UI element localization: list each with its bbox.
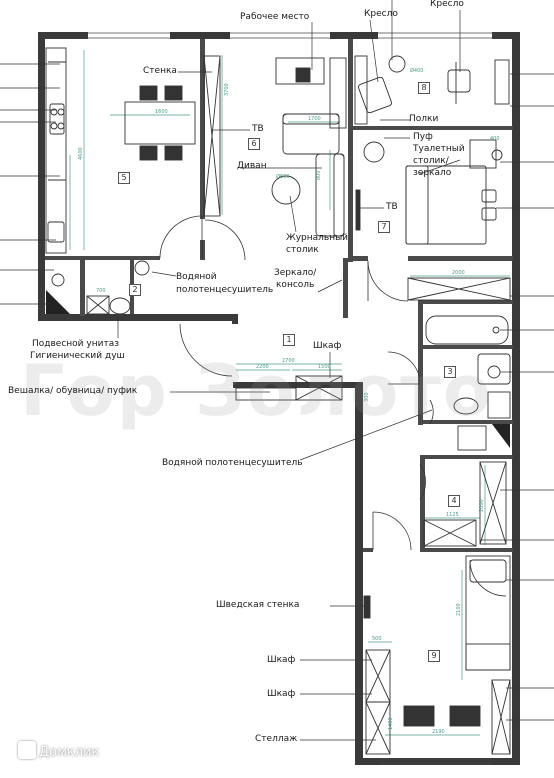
label-coffee-table-1: Журнальный bbox=[286, 233, 349, 243]
label-wall-toilet: Подвесной унитаз bbox=[32, 339, 119, 349]
label-shelves: Полки bbox=[409, 114, 439, 124]
dim-2100: 2100 bbox=[456, 603, 462, 616]
dim-2000-a: 2000 bbox=[452, 270, 465, 276]
room-number-7: 7 bbox=[378, 221, 390, 233]
label-tv-2: ТВ bbox=[386, 202, 398, 212]
dim-sofa-depth: 800 bbox=[316, 170, 322, 180]
dim-2700: 2700 bbox=[282, 358, 295, 364]
brand-logo: Домклик bbox=[18, 741, 99, 760]
brand-mark-icon bbox=[18, 741, 36, 759]
dim-d800: Ø800 bbox=[276, 173, 289, 180]
dim-500: 500 bbox=[372, 636, 382, 642]
brand-name: Домклик bbox=[39, 745, 100, 760]
dimension-lines bbox=[69, 50, 510, 736]
leader-lines bbox=[0, 0, 554, 741]
label-armchair-2: Кресло bbox=[430, 0, 464, 9]
label-mirror-2: консоль bbox=[276, 280, 315, 290]
dim-kitchen-length: 4600 bbox=[78, 147, 84, 160]
label-towel-dryer-1b: полотенцесушитель bbox=[176, 285, 274, 295]
label-mirror-1: Зеркало/ bbox=[274, 268, 317, 278]
dimension-texts: 1600 1700 800 4600 3700 2700 2200 1500 2… bbox=[78, 67, 500, 735]
dim-700: 700 bbox=[96, 288, 106, 294]
room-number-1: 1 bbox=[283, 334, 295, 346]
room-number-5: 5 bbox=[118, 172, 130, 184]
watermark: Гор Золото bbox=[20, 350, 494, 432]
dim-d400: Ø400 bbox=[410, 67, 423, 74]
dim-sofa-length: 1700 bbox=[308, 116, 321, 122]
dim-400: 400 bbox=[490, 136, 500, 142]
label-vanity-3: зеркало bbox=[413, 168, 452, 178]
dim-wall-unit: 3700 bbox=[224, 83, 230, 96]
dim-2200: 2200 bbox=[256, 364, 269, 370]
label-vanity-1: Туалетный bbox=[413, 144, 465, 154]
dim-1125: 1125 bbox=[446, 512, 459, 518]
dim-2190: 2190 bbox=[432, 729, 445, 735]
label-vanity-2: столик/ bbox=[413, 156, 449, 166]
dim-300: 300 bbox=[364, 392, 370, 402]
dim-2000-b: 2000 bbox=[479, 499, 485, 512]
interior-walls bbox=[45, 39, 513, 552]
label-wardrobe-3: Шкаф bbox=[267, 689, 296, 699]
label-rack: Стеллаж bbox=[255, 734, 298, 744]
room-number-9: 9 bbox=[428, 650, 440, 662]
label-wardrobe-1: Шкаф bbox=[313, 341, 342, 351]
room-number-8: 8 bbox=[418, 82, 430, 94]
label-swedish-wall: Шведская стенка bbox=[216, 600, 300, 610]
dim-1400: 1400 bbox=[388, 717, 394, 730]
windows bbox=[88, 32, 492, 765]
room-number-6: 6 bbox=[248, 138, 260, 150]
dim-table-width: 1600 bbox=[155, 109, 168, 115]
room-number-2: 2 bbox=[129, 284, 141, 296]
furniture bbox=[45, 47, 511, 755]
label-armchair-1: Кресло bbox=[364, 9, 398, 19]
label-hygienic-shower: Гигиенический душ bbox=[30, 351, 125, 361]
label-sofa: Диван bbox=[237, 161, 267, 171]
label-hanger: Вешалка/ обувница/ пуфик bbox=[8, 386, 138, 396]
room-number-4: 4 bbox=[448, 495, 460, 507]
room-number-3: 3 bbox=[444, 366, 456, 378]
label-tv-1: ТВ bbox=[252, 124, 264, 134]
label-pouf: Пуф bbox=[413, 132, 433, 142]
label-coffee-table-2: столик bbox=[286, 245, 319, 255]
label-workplace: Рабочее место bbox=[240, 12, 310, 22]
label-wardrobe-2: Шкаф bbox=[267, 655, 296, 665]
label-towel-dryer-1a: Водяной bbox=[176, 272, 217, 282]
dim-1500: 1500 bbox=[318, 364, 331, 370]
label-towel-dryer-2: Водяной полотенцесушитель bbox=[162, 458, 303, 468]
label-wall-unit: Стенка bbox=[143, 66, 177, 76]
door-swings bbox=[159, 215, 507, 597]
